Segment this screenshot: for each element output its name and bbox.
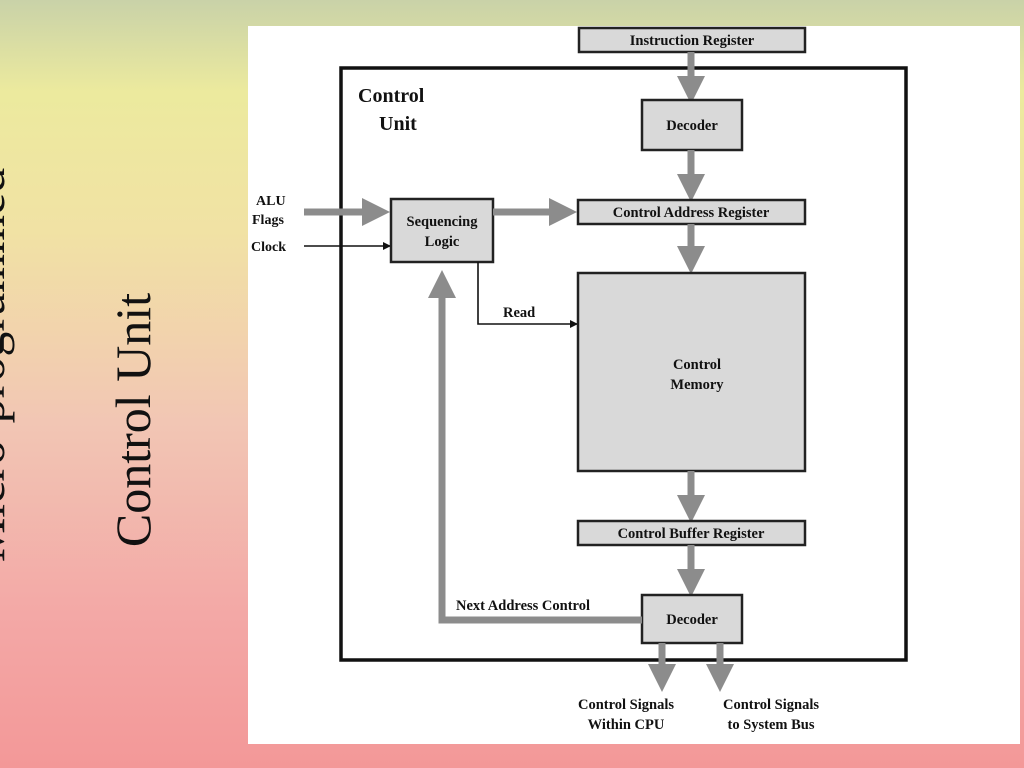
decoder-top-box bbox=[640, 98, 744, 152]
slide-title: Micro-programmed Control Unit bbox=[0, 110, 202, 620]
decoder-bottom-box bbox=[640, 593, 744, 645]
control-memory-box bbox=[576, 271, 807, 473]
sequencing-logic-box bbox=[389, 197, 495, 264]
slide-title-svg: Micro-programmed Control Unit bbox=[0, 168, 161, 562]
signals-cpu-label-line2: Within CPU bbox=[588, 717, 665, 733]
read-label: Read bbox=[503, 305, 535, 321]
clock-label: Clock bbox=[251, 240, 286, 255]
control-unit-diagram: Instruction Register Control Unit Decode… bbox=[251, 26, 908, 733]
control-unit-label-line2: Unit bbox=[379, 113, 417, 135]
alu-flags-label-line1: ALU bbox=[256, 194, 286, 209]
decoder-top-label: Decoder bbox=[666, 118, 718, 134]
control-buffer-register-label: Control Buffer Register bbox=[618, 526, 765, 542]
slide-title-line1: Micro-programmed bbox=[0, 168, 15, 562]
signals-cpu-label-line1: Control Signals bbox=[578, 697, 674, 713]
instruction-register-label: Instruction Register bbox=[630, 33, 755, 49]
arrow-next-address-control bbox=[428, 270, 642, 624]
decoder-bottom-label: Decoder bbox=[666, 612, 718, 628]
slide-title-line2: Control Unit bbox=[105, 293, 161, 547]
sequencing-logic-label-line1: Sequencing bbox=[407, 214, 479, 230]
control-address-register-box bbox=[576, 198, 807, 226]
signals-bus-label-line1: Control Signals bbox=[723, 697, 819, 713]
diagram-panel: Instruction Register Control Unit Decode… bbox=[248, 26, 1020, 744]
arrow-read bbox=[477, 262, 578, 328]
control-unit-label-line1: Control bbox=[358, 85, 425, 107]
control-memory-label-line2: Memory bbox=[670, 377, 724, 393]
next-address-control-label: Next Address Control bbox=[456, 598, 590, 614]
control-address-register-label: Control Address Register bbox=[613, 205, 770, 221]
sequencing-logic-label-line2: Logic bbox=[425, 234, 460, 250]
control-buffer-register-box bbox=[576, 519, 807, 547]
alu-flags-label-line2: Flags bbox=[252, 213, 284, 228]
control-unit-frame bbox=[339, 66, 908, 662]
signals-bus-label-line2: to System Bus bbox=[727, 717, 814, 733]
control-memory-label-line1: Control bbox=[673, 357, 721, 373]
